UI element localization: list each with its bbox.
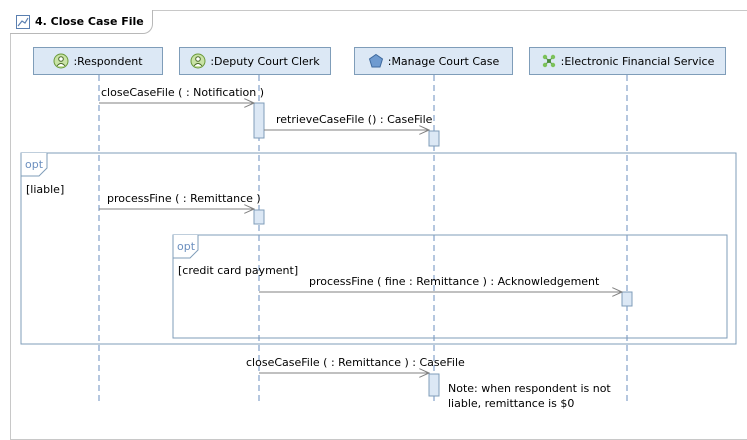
lifeline-label: :Manage Court Case [387, 54, 500, 68]
message-label-4: processFine ( fine : Remittance ) : Ackn… [309, 275, 600, 288]
note-line-1: Note: when respondent is not [448, 382, 611, 395]
opt-fragment-liable[interactable] [20, 152, 737, 345]
lifeline-label: :Respondent [73, 54, 143, 68]
diagram-frame [10, 10, 747, 440]
lifeline-head-deputy-court-clerk[interactable]: :Deputy Court Clerk [179, 47, 331, 75]
opt-guard-label: [credit card payment] [178, 264, 299, 277]
activation-manage-1 [428, 130, 440, 147]
message-label-1: closeCaseFile ( : Notification ) [101, 86, 265, 99]
lifeline-head-respondent[interactable]: :Respondent [33, 47, 163, 75]
actor-role-icon [53, 53, 69, 69]
opt-fragment-credit-card[interactable] [172, 234, 728, 339]
message-label-3: processFine ( : Remittance ) [107, 192, 261, 205]
opt-operator-label: opt [177, 240, 196, 253]
sequence-diagram-canvas: 4. Close Case File [10, 10, 747, 440]
lifeline-label: :Deputy Court Clerk [210, 54, 320, 68]
frame-title-tab[interactable]: 4. Close Case File [10, 10, 153, 34]
activation-clerk-2 [253, 209, 265, 225]
frame-title: 4. Close Case File [35, 15, 144, 28]
pentagon-component-icon [368, 53, 383, 68]
opt-guard-label: [liable] [26, 183, 65, 196]
activation-manage-2 [428, 373, 440, 397]
opt-fragment-credit-card-tab [172, 235, 199, 259]
diagram-lines [20, 75, 737, 405]
sequence-diagram-icon [16, 14, 30, 29]
activation-efs-1 [621, 291, 633, 307]
opt-fragment-liable-tab [20, 153, 48, 177]
activation-clerk-1 [253, 102, 265, 139]
message-label-2: retrieveCaseFile () : CaseFile [276, 113, 433, 126]
lifeline-head-manage-court-case[interactable]: :Manage Court Case [354, 47, 513, 75]
actor-role-icon [190, 53, 206, 69]
network-service-icon [542, 54, 555, 68]
note-line-2: liable, remittance is $0 [448, 397, 575, 410]
message-label-5: closeCaseFile ( : Remittance ) : CaseFil… [246, 356, 465, 369]
lifeline-label: :Electronic Financial Service [560, 54, 715, 68]
opt-operator-label: opt [25, 158, 44, 171]
note-text: Note: when respondent is not liable, rem… [448, 381, 611, 411]
lifeline-head-electronic-financial-service[interactable]: :Electronic Financial Service [529, 47, 726, 75]
